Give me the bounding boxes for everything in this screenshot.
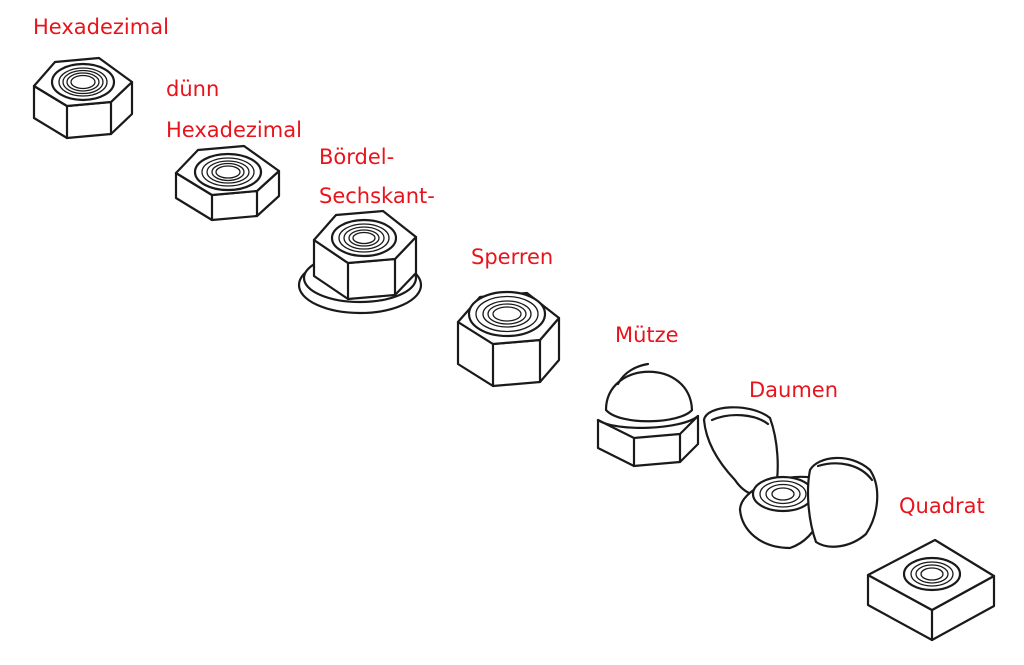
cap-nut-drawing bbox=[596, 362, 700, 468]
label-lock-nut: Sperren bbox=[471, 245, 554, 269]
label-flange-nut-line2: Sechskant- bbox=[319, 184, 435, 208]
label-flange-nut-line1: Bördel- bbox=[319, 145, 395, 169]
square-nut-drawing bbox=[866, 538, 996, 642]
label-square-nut: Quadrat bbox=[899, 494, 985, 518]
label-cap-nut: Mütze bbox=[615, 323, 679, 347]
thin-hex-nut-drawing bbox=[174, 144, 281, 222]
hex-nut-drawing bbox=[32, 56, 134, 140]
label-wing-nut: Daumen bbox=[749, 378, 839, 402]
lock-nut-drawing bbox=[456, 290, 561, 388]
label-thin-hex-nut-line1: dünn bbox=[166, 77, 220, 101]
flange-hex-nut-drawing bbox=[297, 209, 423, 315]
label-hex-nut: Hexadezimal bbox=[33, 15, 169, 39]
label-thin-hex-nut-line2: Hexadezimal bbox=[166, 118, 302, 142]
wing-nut-drawing bbox=[702, 406, 879, 550]
